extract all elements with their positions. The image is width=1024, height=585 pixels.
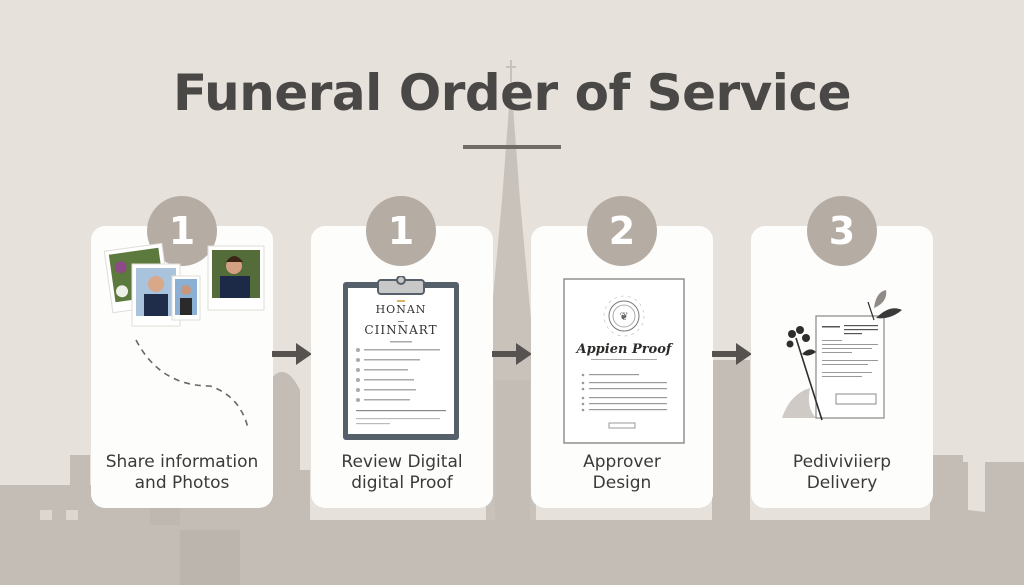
step-badge: 1 xyxy=(147,196,217,266)
step-label: Share information and Photos xyxy=(105,452,259,493)
photo-collage-icon xyxy=(103,242,265,429)
arrow-right-icon xyxy=(712,343,752,365)
page-title: Funeral Order of Service xyxy=(172,64,852,122)
title-divider xyxy=(463,145,561,149)
doc-title-line1: HONAN xyxy=(375,303,427,316)
delivery-letter-flower-icon xyxy=(782,290,902,421)
step-badge: 2 xyxy=(587,196,657,266)
step-label: Pediviviierp Delivery xyxy=(792,452,892,493)
doc-title: Appien Proof xyxy=(576,342,672,357)
svg-text:❦: ❦ xyxy=(619,310,628,323)
arrow-right-icon xyxy=(492,343,532,365)
step-label: Approver Design xyxy=(583,452,661,493)
arrow-right-icon xyxy=(272,343,312,365)
clipboard-proof-icon: HONAN CIINNART xyxy=(342,276,460,442)
approval-document-icon: ❦ Appien Proof xyxy=(563,278,685,444)
step-badge: 3 xyxy=(807,196,877,266)
step-badge: 1 xyxy=(366,196,436,266)
step-label: Review Digital digital Proof xyxy=(341,452,463,493)
doc-title-line2: CIINNART xyxy=(364,323,438,337)
